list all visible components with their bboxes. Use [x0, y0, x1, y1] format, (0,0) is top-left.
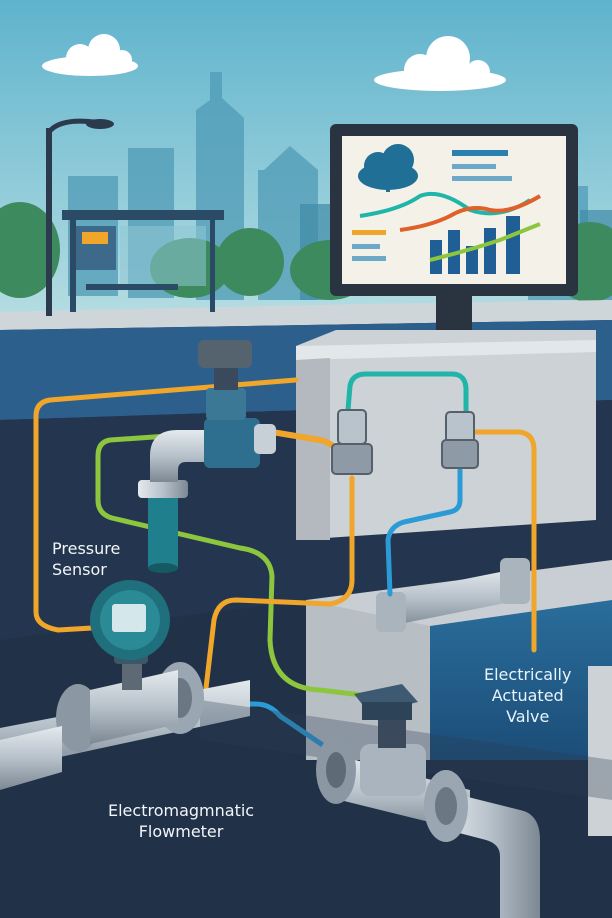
label-valve-line2: Actuated [491, 686, 564, 705]
street-lamp-icon [46, 118, 114, 316]
connector-left [331, 409, 373, 475]
cloud-left [42, 34, 138, 76]
cloud-right [374, 36, 506, 91]
label-valve: Electrically Actuated Valve [484, 664, 571, 727]
label-pressure-line1: Pressure [52, 539, 121, 558]
flowmeter [56, 580, 204, 752]
label-pressure-sensor: Pressure Sensor [52, 538, 120, 580]
valve [354, 684, 426, 796]
wire-blue-flow [197, 701, 333, 753]
wire-green-left [95, 433, 373, 699]
left-pipe-end [0, 726, 62, 790]
label-valve-line1: Electrically [484, 665, 572, 684]
wire-blue-tank [385, 467, 463, 597]
bar-chart-icon [430, 216, 520, 274]
tank-inlet-pipe [376, 558, 530, 632]
label-pressure-line2: Sensor [52, 560, 107, 579]
cloud-icon [358, 144, 418, 192]
wire-orange-left [33, 377, 299, 633]
label-valve-line3: Valve [506, 707, 550, 726]
wire-orange-flow [203, 475, 355, 691]
label-flowmeter: Electromagmnatic Flowmeter [108, 800, 254, 842]
label-flowmeter-line2: Flowmeter [138, 822, 224, 841]
wire-orange-right [467, 429, 537, 653]
monitor [330, 124, 578, 344]
bus-stop-icon [62, 210, 224, 312]
pressure-sensor-head [198, 340, 252, 420]
wire-teal-top [345, 371, 469, 423]
connector-right [441, 411, 479, 469]
wires [33, 371, 537, 753]
label-flowmeter-line1: Electromagmnatic [108, 801, 255, 820]
pressure-pipe [138, 418, 276, 573]
